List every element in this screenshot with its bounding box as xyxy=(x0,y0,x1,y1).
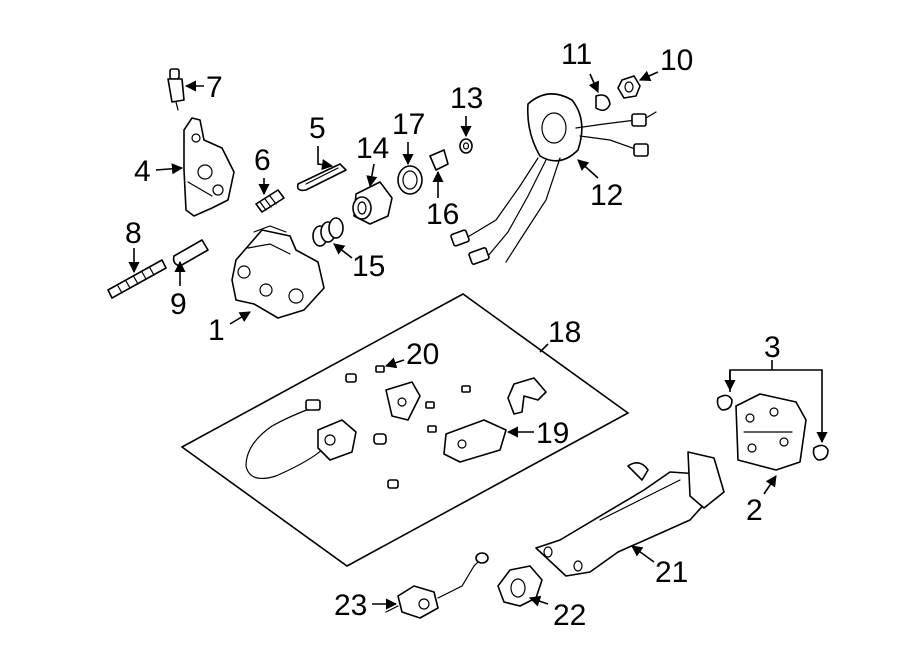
callout-22: 22 xyxy=(553,599,586,632)
kit-switch xyxy=(317,419,357,461)
part-21-column xyxy=(535,451,725,577)
part-1-housing xyxy=(231,225,325,319)
callout-14: 14 xyxy=(356,132,389,165)
callout-8: 8 xyxy=(125,217,142,250)
callout-16: 16 xyxy=(426,198,459,231)
callout-13: 13 xyxy=(450,82,483,115)
part-11-retainer xyxy=(595,94,611,112)
part-10-nut xyxy=(617,75,641,99)
callout-15: 15 xyxy=(352,250,385,283)
part-8-screw xyxy=(107,259,167,299)
part-7-sensor xyxy=(167,68,185,111)
part-15-spring xyxy=(312,217,344,247)
kit-tube xyxy=(507,377,547,415)
part-12-clockspring xyxy=(450,93,657,265)
part-23-sensor xyxy=(385,552,489,619)
callout-20: 20 xyxy=(406,338,439,371)
callout-2: 2 xyxy=(746,494,763,527)
kit-screws xyxy=(345,365,471,489)
kit-cable xyxy=(245,399,325,479)
part-13-washer xyxy=(459,138,473,154)
callout-18: 18 xyxy=(548,316,581,349)
callout-4: 4 xyxy=(134,155,151,188)
callout-3: 3 xyxy=(764,331,781,364)
part-4-bracket xyxy=(183,117,235,217)
callout-19: 19 xyxy=(536,417,569,450)
callout-10: 10 xyxy=(660,44,693,77)
callout-labels: 7 4 6 5 8 9 1 15 14 17 16 13 11 10 12 18… xyxy=(125,38,781,632)
callout-12: 12 xyxy=(590,179,623,212)
part-9-pin xyxy=(172,239,209,267)
part-14-bushing xyxy=(352,181,393,225)
part-6-bolt xyxy=(255,189,285,213)
kit-frame-18 xyxy=(180,293,630,567)
part-16-clip xyxy=(429,149,449,171)
callout-5: 5 xyxy=(309,112,326,145)
callout-7: 7 xyxy=(206,71,223,104)
callout-17: 17 xyxy=(392,108,425,141)
part-2-plate xyxy=(735,393,807,471)
callout-1: 1 xyxy=(208,314,225,347)
callout-21: 21 xyxy=(655,556,688,589)
part-3-caps xyxy=(716,394,829,461)
callout-9: 9 xyxy=(170,288,187,321)
part-17-ring xyxy=(397,165,423,195)
leader-lines xyxy=(128,70,828,610)
callout-23: 23 xyxy=(334,589,367,622)
part-19-module xyxy=(443,419,507,463)
part-5-latch xyxy=(296,163,347,192)
kit-bracket-20 xyxy=(385,381,421,421)
callout-11: 11 xyxy=(561,38,592,71)
callout-6: 6 xyxy=(254,144,271,177)
